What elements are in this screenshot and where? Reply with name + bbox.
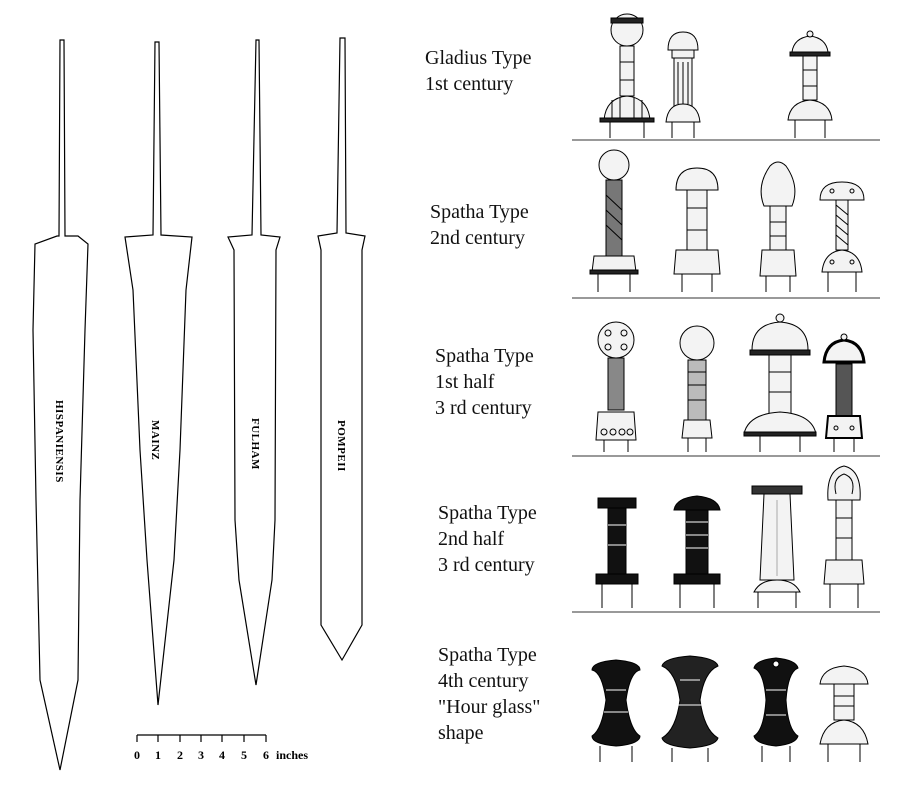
row-label-gladius-1st-century: Gladius Type 1st century <box>425 45 532 97</box>
hilt-hourglass-3 <box>753 657 799 762</box>
row-dividers <box>572 139 880 613</box>
row-label-line: 1st half <box>435 371 495 393</box>
scale-tick-0: 0 <box>134 748 140 762</box>
hilt-spatha-3b-3 <box>751 485 803 608</box>
row-label-spatha-2nd-century: Spatha Type 2nd century <box>430 199 529 251</box>
blade-mainz <box>124 41 193 706</box>
blade-label-fulham: FULHAM <box>249 418 261 470</box>
row-label-line: Spatha Type <box>438 644 537 666</box>
scale-unit: inches <box>276 748 308 762</box>
row-label-line: Spatha Type <box>435 345 534 367</box>
row-label-line: 3 rd century <box>438 554 535 576</box>
blade-label-pompeii: POMPEII <box>335 420 347 472</box>
row-label-line: Gladius Type <box>425 47 532 69</box>
hilt-spatha-2c-3 <box>759 161 797 292</box>
hilt-row-2 <box>589 149 865 292</box>
row-label-line: 3 rd century <box>435 397 532 419</box>
row-label-line: Spatha Type <box>438 502 537 524</box>
blade-label-mainz: MAINZ <box>149 420 161 460</box>
blade-label-hispaniensis: HISPANIENSIS <box>53 400 65 483</box>
hilt-spatha-3a-4 <box>822 333 866 452</box>
hilt-row-1 <box>599 13 833 138</box>
hilt-hourglass-4 <box>819 665 869 762</box>
hilt-hourglass-2 <box>661 655 719 762</box>
row-label-line: Spatha Type <box>430 201 529 223</box>
row-label-spatha-4th-century-hourglass: Spatha Type 4th century "Hour glass" sha… <box>438 642 540 746</box>
blade-hispaniensis <box>32 39 89 771</box>
row-label-line: "Hour glass" <box>438 696 541 718</box>
row-label-line: 2nd century <box>430 227 525 249</box>
blade-pompeii <box>317 37 366 662</box>
hilt-gladius-3 <box>787 30 833 138</box>
row-label-spatha-2nd-half-3rd-century: Spatha Type 2nd half 3 rd century <box>438 500 537 578</box>
row-label-line: 1st century <box>425 73 514 95</box>
scale-tick-6: 6 <box>263 748 269 762</box>
scale-tick-4: 4 <box>219 748 225 762</box>
hilt-spatha-2c-2 <box>673 167 721 292</box>
scale-tick-1: 1 <box>155 748 161 762</box>
scale-tick-5: 5 <box>241 748 247 762</box>
hilt-hourglass-1 <box>591 659 641 762</box>
hilt-gladius-2 <box>665 31 701 138</box>
hilt-row-5 <box>591 655 869 762</box>
row-label-spatha-1st-half-3rd-century: Spatha Type 1st half 3 rd century <box>435 343 534 421</box>
scale-bar <box>136 734 267 742</box>
hilt-spatha-3b-2 <box>673 495 721 608</box>
blade-fulham <box>227 39 281 686</box>
hilt-spatha-2c-4 <box>819 181 865 292</box>
hilt-spatha-3a-2 <box>679 325 715 452</box>
scale-tick-2: 2 <box>177 748 183 762</box>
scale-tick-3: 3 <box>198 748 204 762</box>
row-label-line: 4th century <box>438 670 529 692</box>
hilt-row-4 <box>595 465 865 608</box>
hilt-spatha-3a-3 <box>743 313 817 452</box>
hilt-spatha-3b-4 <box>823 465 865 608</box>
hilt-row-3 <box>595 313 866 452</box>
hilt-gladius-1 <box>599 13 655 138</box>
hilt-spatha-3a-1 <box>595 321 637 452</box>
hilt-spatha-3b-1 <box>595 497 639 608</box>
scale-tick-labels: 0 1 2 3 4 5 6 inches <box>134 748 308 762</box>
row-label-line: 2nd half <box>438 528 505 550</box>
row-label-line: shape <box>438 722 484 744</box>
hilt-spatha-2c-1 <box>589 149 639 292</box>
